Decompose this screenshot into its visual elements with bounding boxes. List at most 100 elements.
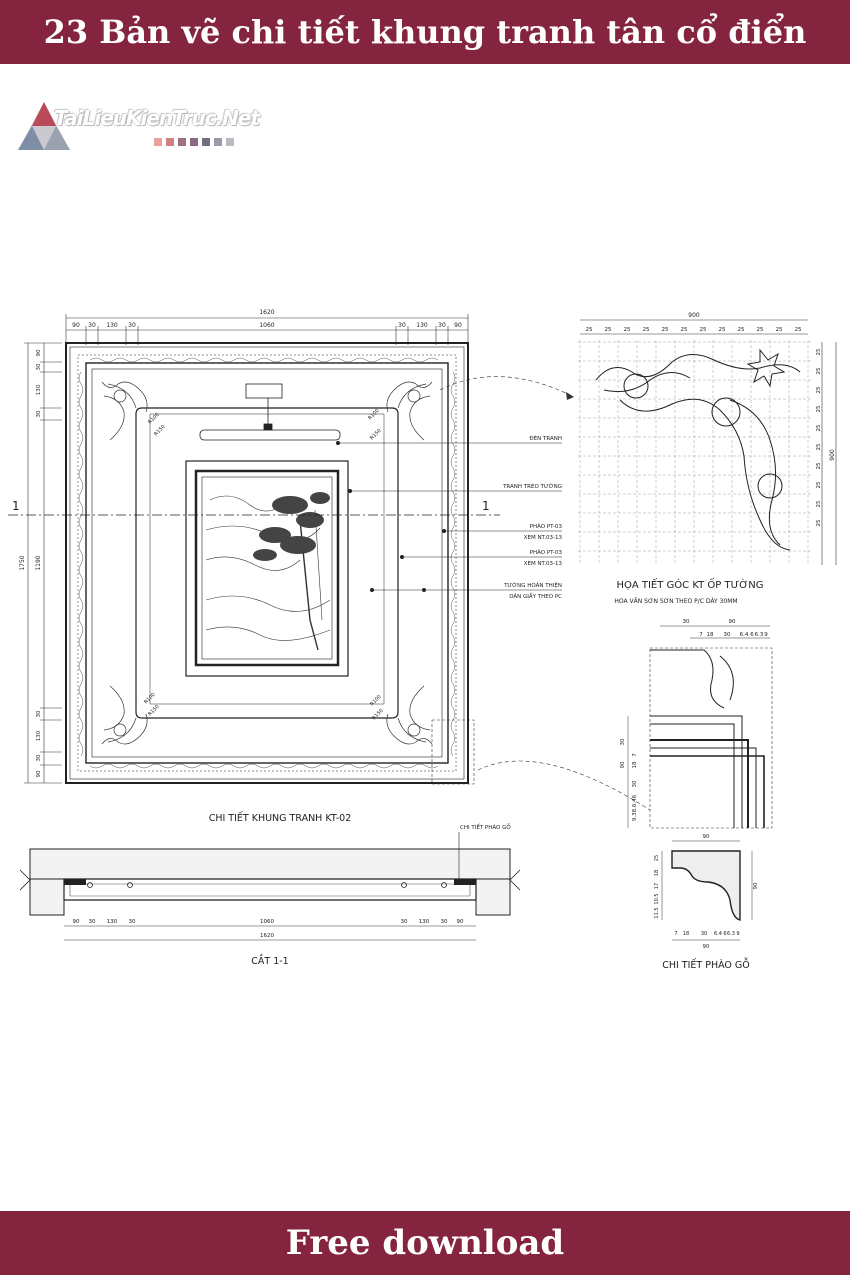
detail-dim-left-6: 9.38.6.46 <box>632 794 638 821</box>
detail-dim-small-4: 6.4 <box>740 632 749 638</box>
logo-triangle-icon <box>18 102 70 150</box>
dim-total-left: 1750 <box>19 555 26 570</box>
dim-left-6: 130 <box>36 730 42 741</box>
detail-dim-left-5: 7 <box>632 753 638 757</box>
download-label[interactable]: Free download <box>285 1223 565 1263</box>
dim-top-4: 30 <box>128 322 136 329</box>
section-mark-left: 1 <box>12 499 20 513</box>
corner-dim-right-total: 900 <box>829 449 836 461</box>
radius-label-6: R150 <box>147 704 160 717</box>
logo-swatches <box>154 138 234 146</box>
detail-marker <box>431 719 475 785</box>
page-title: 23 Bản vẽ chi tiết khung tranh tân cổ đi… <box>43 13 807 51</box>
detail-dim-small-7: 9 <box>764 632 768 638</box>
detail-arrow-1 <box>439 376 575 398</box>
radius-label-8: R150 <box>371 708 384 721</box>
profile-title: CHI TIẾT PHÀO GỖ <box>662 958 750 971</box>
profile-dim-bottom-5: 6 <box>723 931 726 937</box>
corner-dim-right-6: 25 <box>816 443 822 450</box>
corner-dim-top-7: 25 <box>700 327 707 333</box>
corner-dim-right-4: 25 <box>816 405 822 412</box>
profile-dim-height: 90 <box>753 882 759 889</box>
section-dim-7: 130 <box>419 919 430 925</box>
corner-dim-top-6: 25 <box>681 327 688 333</box>
download-banner[interactable]: Free download <box>0 1211 850 1275</box>
profile-dim-bottom-1: 7 <box>674 931 677 937</box>
corner-dim-top-2: 25 <box>605 327 612 333</box>
section-dim-9: 90 <box>457 919 464 925</box>
section-hooks <box>87 882 447 888</box>
corner-title: HỌA TIẾT GÓC KT ỐP TƯỜNG <box>616 577 763 591</box>
dim-left-3: 130 <box>36 384 42 395</box>
callout-tuong-a: TƯỜNG HOÀN THIỆN <box>503 581 562 589</box>
section-dim-5: 1060 <box>260 919 274 925</box>
callout-phao-2a: PHÀO PT-03 <box>530 549 563 556</box>
site-logo[interactable]: TaiLieuKienTruc.Net <box>14 98 264 158</box>
profile-dim-left-3: 17 <box>654 883 660 889</box>
profile-dim-bottom-7: 9 <box>736 931 739 937</box>
corner-dim-right-8: 25 <box>816 481 822 488</box>
corner-dim-right-10: 25 <box>816 519 822 526</box>
corner-dim-right-7: 25 <box>816 462 822 469</box>
callout-phao-1a: PHÀO PT-03 <box>530 523 563 530</box>
profile-dim-left-1: 25 <box>654 855 660 861</box>
corner-ornament-drawing <box>595 348 801 551</box>
dim-top-5: 1060 <box>259 322 274 329</box>
border-scroll-pattern <box>78 357 456 769</box>
detail-dim-left-3: 18 <box>632 761 638 768</box>
arrowhead-1 <box>566 392 574 400</box>
dim-top-3: 130 <box>106 322 118 329</box>
detail-dim-small-2: 18 <box>707 632 714 638</box>
section-dim-2: 30 <box>89 919 96 925</box>
detail-box <box>649 647 773 829</box>
detail-arrow-2 <box>477 760 651 811</box>
radius-label-3: R100 <box>367 408 380 421</box>
dim-inner-left: 1190 <box>35 555 42 570</box>
section-dim-4: 30 <box>129 919 136 925</box>
logo-text: TaiLieuKienTruc.Net <box>54 106 260 130</box>
callout-dots <box>336 441 446 592</box>
frame-outlines <box>65 342 469 784</box>
picture-light <box>199 383 341 441</box>
corner-dim-top-8: 25 <box>719 327 726 333</box>
title-banner: 23 Bản vẽ chi tiết khung tranh tân cổ đi… <box>0 0 850 64</box>
profile-dim-width-bottom: 90 <box>703 944 710 950</box>
corner-dim-top-3: 25 <box>624 327 631 333</box>
architectural-drawing: 1620 90 30 130 30 1060 30 130 30 90 1750… <box>8 309 837 971</box>
corner-dim-right-3: 25 <box>816 386 822 393</box>
callout-den-tranh: ĐÈN TRANH <box>529 434 562 442</box>
corner-dim-top-11: 25 <box>776 327 783 333</box>
corner-dim-top-10: 25 <box>757 327 764 333</box>
dim-top-7: 130 <box>416 322 428 329</box>
dim-left-7: 30 <box>36 754 42 761</box>
radius-label-2: R150 <box>153 424 166 437</box>
corner-subtitle: HOA VĂN SƠN SƠN THEO P/C DÀY 30MM <box>614 598 737 605</box>
corner-dim-top-total: 900 <box>688 312 700 319</box>
detail-dim-left-4: 30 <box>632 780 638 787</box>
callout-tuong-b: DÁN GIẤY THEO PC <box>509 592 562 600</box>
profile-dim-bottom-4: 6.4 <box>714 931 722 937</box>
detail-profile-lines <box>650 649 765 828</box>
section-callout: CHI TIẾT PHÀO GỖ <box>460 823 511 831</box>
dim-left-4: 30 <box>36 410 42 417</box>
callout-leaders <box>338 442 562 591</box>
section-dim-8: 30 <box>441 919 448 925</box>
profile-dim-width-top: 90 <box>703 834 710 840</box>
profile-dim-left-2: 18 <box>654 870 660 876</box>
detail-dim-small-3: 30 <box>724 632 731 638</box>
detail-dim-left-1: 30 <box>620 738 626 745</box>
section-1-1 <box>19 848 521 916</box>
section-dim-6: 30 <box>401 919 408 925</box>
radius-label-4: R150 <box>369 428 382 441</box>
corner-ornaments <box>101 381 433 745</box>
dim-total-top: 1620 <box>259 309 274 316</box>
dim-top-6: 30 <box>398 322 406 329</box>
detail-dim-top-1: 30 <box>683 619 690 625</box>
corner-dim-right-5: 25 <box>816 424 822 431</box>
section-dim-1: 90 <box>73 919 80 925</box>
detail-dim-top-2: 90 <box>729 619 736 625</box>
corner-grid <box>578 340 812 565</box>
corner-dim-right-2: 25 <box>816 367 822 374</box>
profile-dim-left-5: 11.5 <box>654 907 660 918</box>
callout-phao-1b: XEM NT.03-13 <box>524 535 563 541</box>
